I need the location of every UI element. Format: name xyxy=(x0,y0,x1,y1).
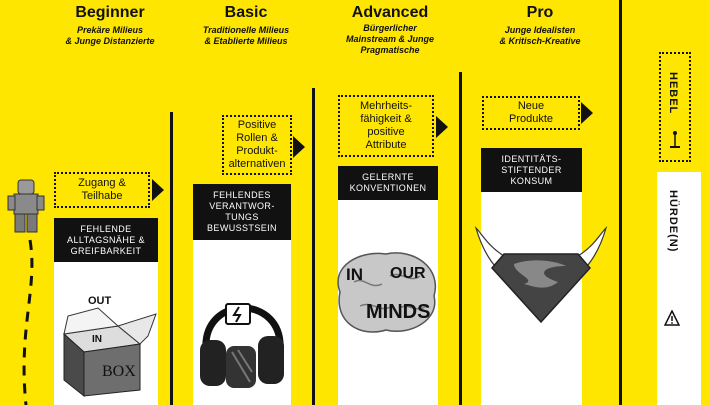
stage-divider xyxy=(312,88,315,405)
goal-box-advanced: Mehrheits- fähigkeit & positive Attribut… xyxy=(338,95,434,157)
headphones-icon xyxy=(200,303,284,388)
arrow-right-icon xyxy=(581,102,593,124)
out-text: OUT xyxy=(88,295,112,307)
goal-label-basic: Positive Rollen & Produkt- alternativen xyxy=(228,119,286,170)
barrier-box-beginner: FEHLENDE ALLTAGSNÄHE & GREIFBARKEIT xyxy=(54,218,158,262)
barrier-box-advanced: GELERNTE KONVENTIONEN xyxy=(338,166,438,200)
goal-label-beginner: Zugang & Teilhabe xyxy=(78,177,126,202)
barrier-box-pro: IDENTITÄTS- STIFTENDER KONSUM xyxy=(481,148,582,192)
warning-icon xyxy=(664,310,680,326)
stage-divider xyxy=(619,0,622,405)
goal-box-beginner: Zugang & Teilhabe xyxy=(54,172,150,208)
box-text: BOX xyxy=(102,363,136,380)
goal-label-pro: Neue Produkte xyxy=(508,100,554,125)
brain-icon: IN OUR MINDS xyxy=(337,252,437,333)
stage-title-advanced: Advanced xyxy=(351,4,429,21)
out-of-box-icon: OUT IN BOX xyxy=(62,295,157,398)
goal-label-advanced: Mehrheits- fähigkeit & positive Attribut… xyxy=(360,100,412,151)
superman-shield-icon xyxy=(474,226,608,324)
hurdle-label: HÜRDE(N) xyxy=(667,190,679,253)
stage-subtitle-pro: Junge Idealisten & Kritisch-Kreative xyxy=(499,25,581,46)
stage-title-pro: Pro xyxy=(526,4,554,21)
stage-subtitle-basic: Traditionelle Milieus & Etablierte Milie… xyxy=(202,25,290,46)
lever-label: HEBEL xyxy=(667,72,679,115)
brain-text-minds: MINDS xyxy=(366,301,430,323)
path-dashed xyxy=(22,239,34,405)
lego-figure-icon xyxy=(7,179,45,233)
goal-box-pro: Neue Produkte xyxy=(482,96,580,130)
side-column xyxy=(657,172,701,405)
stage-title-beginner: Beginner xyxy=(75,4,145,21)
barrier-box-basic: FEHLENDES VERANTWOR- TUNGS BEWUSSTSEIN xyxy=(193,184,291,240)
in-text: IN xyxy=(92,334,102,345)
stage-title-basic: Basic xyxy=(224,4,268,21)
goal-box-basic: Positive Rollen & Produkt- alternativen xyxy=(222,115,292,175)
arrow-right-icon xyxy=(436,116,448,138)
brain-text-our: OUR xyxy=(390,265,426,282)
stage-divider xyxy=(459,72,462,405)
lever-box xyxy=(659,52,691,162)
stage-subtitle-beginner: Prekäre Milieus & Junge Distanzierte xyxy=(65,25,155,46)
stage-divider xyxy=(170,112,173,405)
arrow-right-icon xyxy=(152,179,164,201)
arrow-right-icon xyxy=(293,136,305,158)
brain-text-in: IN xyxy=(346,265,363,284)
lever-icon xyxy=(670,131,680,148)
stage-subtitle-advanced: Bürgerlicher Mainstream & Junge Pragmati… xyxy=(345,23,435,55)
